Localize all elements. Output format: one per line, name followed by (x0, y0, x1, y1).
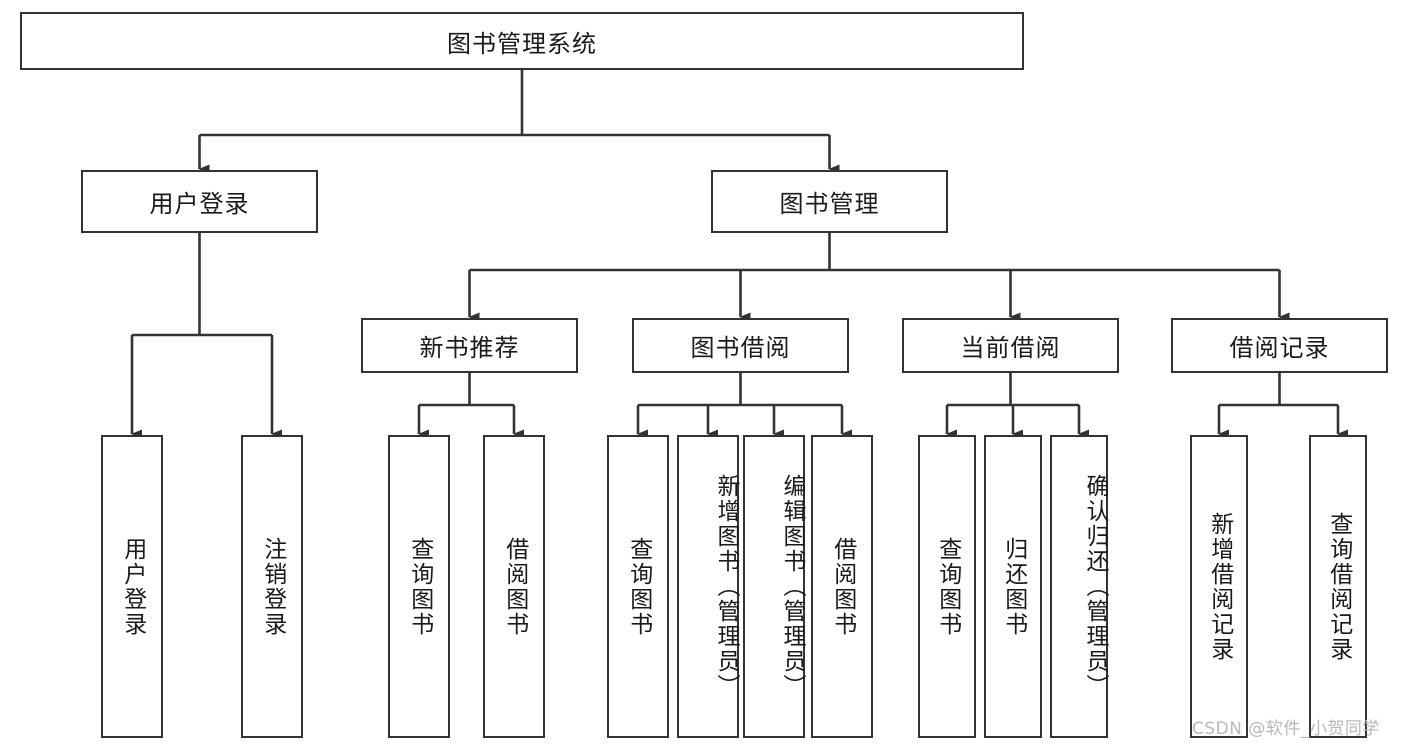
node-label: 借阅记录 (1229, 334, 1330, 362)
node-root[interactable]: 图书管理系统 (20, 12, 1024, 70)
node-label: 新增借阅记录 (1206, 511, 1233, 662)
node-label: 当前借阅 (960, 334, 1061, 362)
node-label: 用户登录 (149, 190, 250, 218)
node-label: 新书推荐 (419, 334, 520, 362)
node-leaf_bb_add[interactable]: 新增图书（管理员） (677, 435, 739, 738)
node-leaf_nb_borrow[interactable]: 借阅图书 (483, 435, 545, 738)
node-leaf_cb_query[interactable]: 查询图书 (918, 435, 976, 738)
node-leaf_user_login[interactable]: 用户登录 (101, 435, 163, 738)
node-leaf_bb_edit[interactable]: 编辑图书（管理员） (743, 435, 805, 738)
node-book_borrow[interactable]: 图书借阅 (632, 318, 849, 373)
node-label: 注销登录 (259, 536, 286, 637)
node-label: 查询图书 (625, 536, 652, 637)
node-label: 图书管理 (779, 190, 880, 218)
node-user_login[interactable]: 用户登录 (81, 170, 318, 233)
node-label: 新增图书（管理员） (713, 474, 739, 699)
node-label: 用户登录 (119, 536, 146, 637)
node-leaf_cb_return[interactable]: 归还图书 (984, 435, 1042, 738)
node-label: 查询图书 (934, 536, 961, 637)
node-leaf_bb_borrow[interactable]: 借阅图书 (811, 435, 873, 738)
node-label: 归还图书 (1000, 536, 1027, 637)
node-new_book_rec[interactable]: 新书推荐 (361, 318, 578, 373)
node-label: 图书借阅 (690, 334, 791, 362)
node-leaf_br_add[interactable]: 新增借阅记录 (1190, 435, 1248, 738)
node-leaf_br_query[interactable]: 查询借阅记录 (1309, 435, 1367, 738)
node-leaf_nb_query[interactable]: 查询图书 (388, 435, 450, 738)
node-book_mgmt[interactable]: 图书管理 (711, 170, 948, 233)
node-label: 确认归还（管理员） (1082, 474, 1108, 699)
node-leaf_bb_query[interactable]: 查询图书 (607, 435, 669, 738)
node-label: 查询图书 (406, 536, 433, 637)
node-label: 借阅图书 (501, 536, 528, 637)
node-leaf_cb_confirm[interactable]: 确认归还（管理员） (1050, 435, 1108, 738)
node-label: 图书管理系统 (447, 29, 597, 58)
node-label: 查询借阅记录 (1325, 511, 1352, 662)
node-leaf_logout[interactable]: 注销登录 (241, 435, 303, 738)
node-label: 编辑图书（管理员） (779, 474, 805, 699)
node-borrow_record[interactable]: 借阅记录 (1171, 318, 1388, 373)
node-current_borrow[interactable]: 当前借阅 (902, 318, 1119, 373)
csdn-watermark: CSDN @软件_小贺同学 (1192, 719, 1380, 739)
node-label: 借阅图书 (829, 536, 856, 637)
